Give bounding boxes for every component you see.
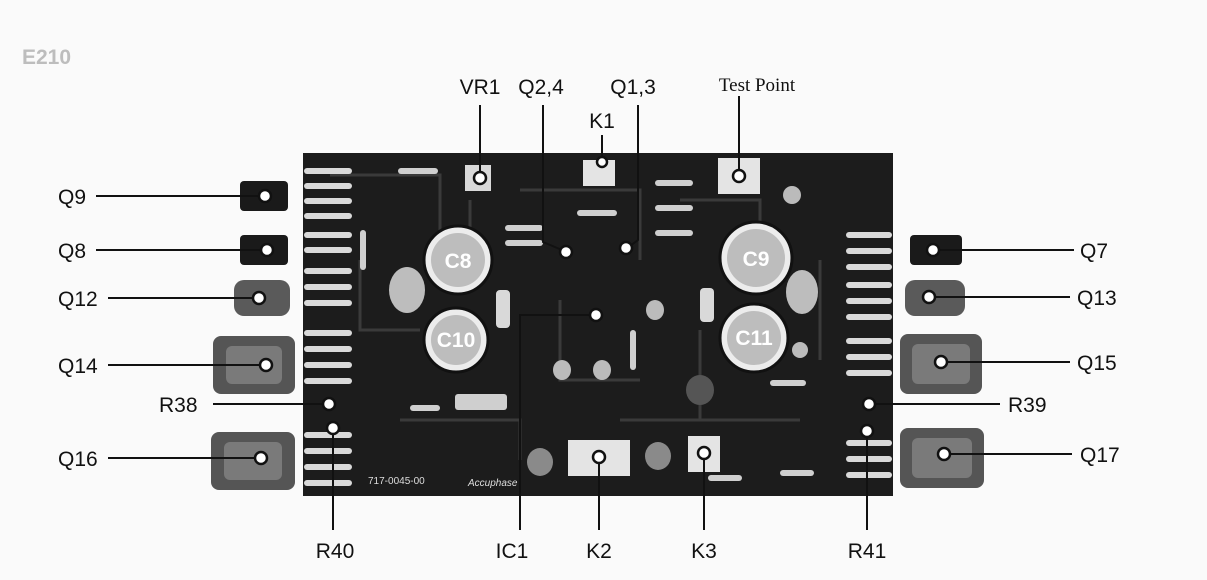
board-part-number: 717-0045-00: [368, 476, 425, 487]
callout-ic1: IC1: [496, 307, 604, 563]
callout-q17-label: Q17: [1080, 444, 1120, 467]
callout-k1-label: K1: [589, 110, 615, 133]
capacitor-c11-label: C11: [735, 327, 773, 350]
transistor-q16: [211, 432, 295, 490]
callout-r38: R38: [159, 394, 337, 417]
callout-r38-label: R38: [159, 394, 198, 417]
callout-r40-label: R40: [316, 540, 355, 563]
callout-q8: Q8: [58, 240, 275, 263]
callout-q16-label: Q16: [58, 448, 98, 471]
capacitor-c8: C8: [422, 224, 494, 296]
capacitor-c8-label: C8: [445, 250, 472, 273]
capacitor-c11: C11: [718, 302, 790, 374]
callout-r41-label: R41: [848, 540, 887, 563]
callout-k3: K3: [691, 445, 717, 563]
callout-q17: Q17: [936, 444, 1120, 467]
capacitor-c9: C9: [718, 220, 794, 296]
callout-r41: R41: [848, 423, 887, 563]
callout-q12-label: Q12: [58, 288, 98, 311]
callout-r39-label: R39: [1008, 394, 1047, 417]
callout-vr1-label: VR1: [460, 76, 501, 99]
capacitor-c10: C10: [422, 306, 490, 374]
callout-q13b: Q13: [921, 287, 1117, 310]
callout-test-point: Test Point: [719, 75, 796, 184]
callout-q9-label: Q9: [58, 186, 86, 209]
callout-q24: Q2,4: [518, 76, 574, 260]
callout-q13-label: Q1,3: [610, 76, 656, 99]
callout-q15-label: Q15: [1077, 352, 1117, 375]
callout-q12: Q12: [58, 288, 267, 311]
callout-q13: Q1,3: [610, 76, 656, 256]
callout-q14: Q14: [58, 355, 274, 378]
board-maker: Accuphase: [467, 478, 518, 489]
callout-q9: Q9: [58, 186, 273, 209]
callout-test-point-label: Test Point: [719, 75, 796, 96]
callout-q8-label: Q8: [58, 240, 86, 263]
callout-r39: R39: [861, 394, 1047, 417]
capacitor-c9-label: C9: [743, 248, 770, 271]
callout-q7-label: Q7: [1080, 240, 1108, 263]
callout-q13b-label: Q13: [1077, 287, 1117, 310]
callout-k2: K2: [586, 449, 612, 563]
callout-q14-label: Q14: [58, 355, 98, 378]
callout-k3-label: K3: [691, 540, 717, 563]
callout-q7: Q7: [925, 240, 1108, 263]
callout-q15: Q15: [933, 352, 1117, 375]
callout-k2-label: K2: [586, 540, 612, 563]
page-tag: E210: [22, 46, 72, 69]
callout-q16: Q16: [58, 448, 269, 471]
callout-q24-label: Q2,4: [518, 76, 564, 99]
callout-r40: R40: [316, 420, 355, 563]
callout-k1: K1: [589, 110, 615, 169]
callout-ic1-label: IC1: [496, 540, 529, 563]
capacitor-c10-label: C10: [437, 329, 476, 352]
pcb-board: [303, 153, 893, 496]
callout-vr1: VR1: [460, 76, 501, 186]
